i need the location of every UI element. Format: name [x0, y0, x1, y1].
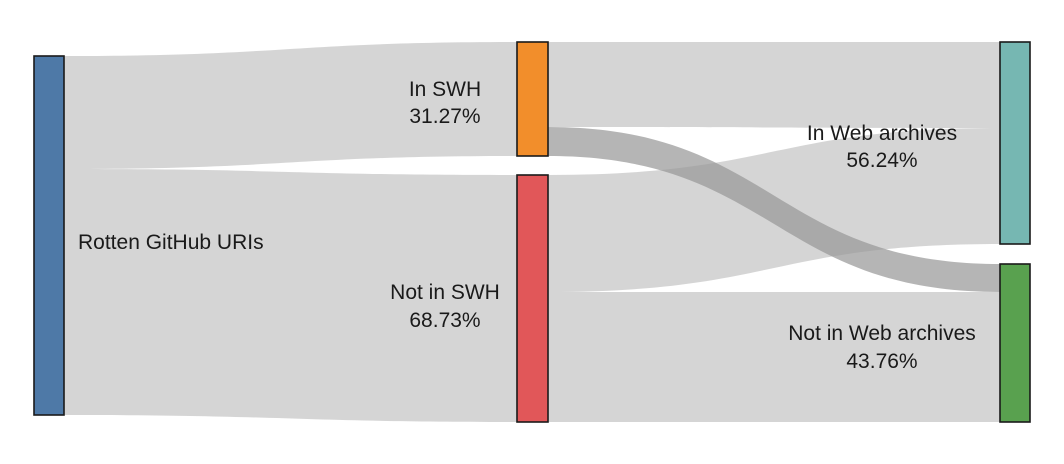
label-in-web-archives: In Web archives	[807, 122, 957, 145]
link-not-swh-to-not-web	[548, 292, 1000, 422]
node-in-web-archives	[999, 41, 1031, 245]
labels: Rotten GitHub URIs In SWH 31.27% Not in …	[78, 78, 976, 373]
label-in-swh: In SWH	[409, 78, 481, 101]
nodes	[33, 41, 1031, 423]
link-in-swh-to-in-web	[548, 42, 1000, 128]
value-not-in-web-archives: 43.76%	[846, 350, 917, 373]
node-rotten-github-uris	[33, 55, 65, 416]
value-in-swh: 31.27%	[409, 105, 480, 128]
node-not-in-web-archives	[999, 263, 1031, 423]
label-not-in-swh: Not in SWH	[390, 281, 500, 304]
link-rotten-to-not-swh	[64, 169, 517, 422]
node-not-in-swh	[516, 174, 549, 423]
value-in-web-archives: 56.24%	[846, 149, 917, 172]
label-not-in-web-archives: Not in Web archives	[788, 322, 976, 345]
links	[64, 42, 1000, 422]
label-rotten-github-uris: Rotten GitHub URIs	[78, 231, 264, 254]
link-rotten-to-in-swh	[64, 42, 517, 169]
link-in-swh-to-not-web	[548, 127, 1000, 292]
value-not-in-swh: 68.73%	[409, 309, 480, 332]
node-in-swh	[516, 41, 549, 157]
